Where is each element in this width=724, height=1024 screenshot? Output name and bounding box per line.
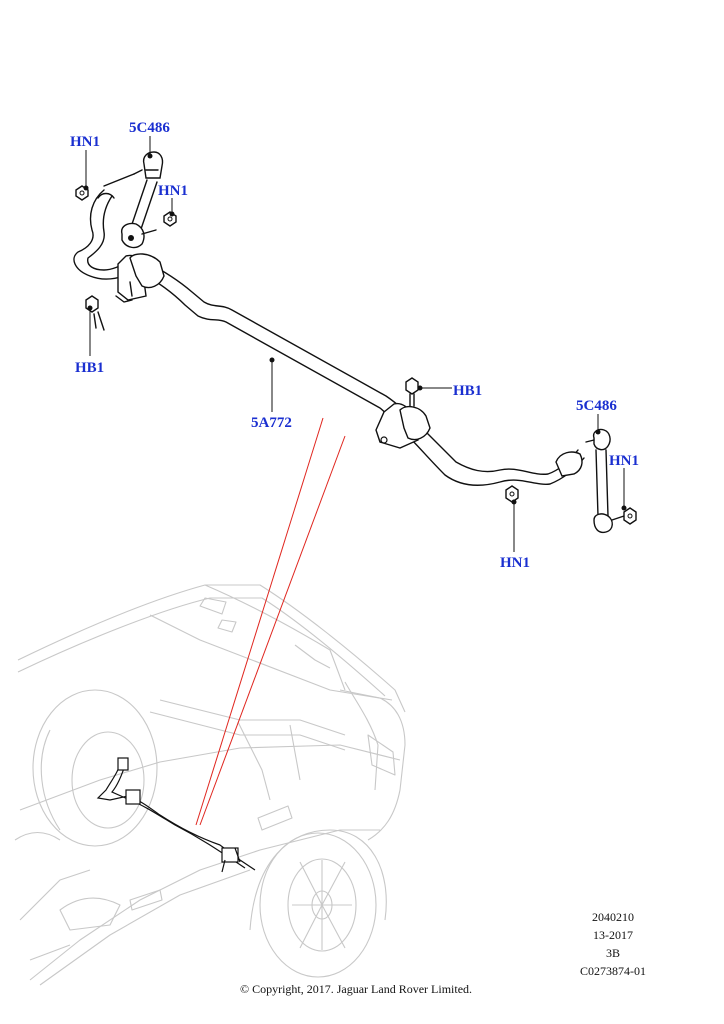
meta-line-4: C0273874-01 [580, 964, 646, 978]
callout-5c486-right: 5C486 [576, 398, 617, 414]
copyright-notice: © Copyright, 2017. Jaguar Land Rover Lim… [240, 982, 472, 996]
leader-lines [83, 136, 627, 552]
callout-5a772: 5A772 [251, 415, 292, 431]
callout-hn1-top-left: HN1 [70, 134, 100, 150]
callout-hn1-link-right: HN1 [609, 453, 639, 469]
meta-line-1: 2040210 [592, 910, 634, 924]
fasteners [75, 185, 637, 525]
callout-hn1-link-left: HN1 [158, 183, 188, 199]
nut-hn1-bottom [505, 485, 519, 503]
highlight-line-2 [199, 435, 346, 826]
callout-hb1-right: HB1 [453, 383, 482, 399]
nut-hn1-link-right [623, 507, 637, 525]
callout-5c486-left: 5C486 [129, 120, 170, 136]
vehicle-outline [14, 584, 406, 986]
callout-hn1-bottom: HN1 [500, 555, 530, 571]
meta-line-2: 13-2017 [593, 928, 633, 942]
vehicle-stabilizer-bar [96, 757, 256, 873]
stabilizer-link-right [585, 428, 625, 534]
stabilizer-bar-5a772 [73, 189, 585, 487]
stabilizer-link-left [103, 151, 164, 249]
highlight-line-1 [195, 417, 324, 826]
bolt-hb1-left [85, 295, 99, 313]
bolt-hb1-right [405, 377, 419, 395]
callout-hb1-left: HB1 [75, 360, 104, 376]
meta-line-3: 3B [606, 946, 620, 960]
